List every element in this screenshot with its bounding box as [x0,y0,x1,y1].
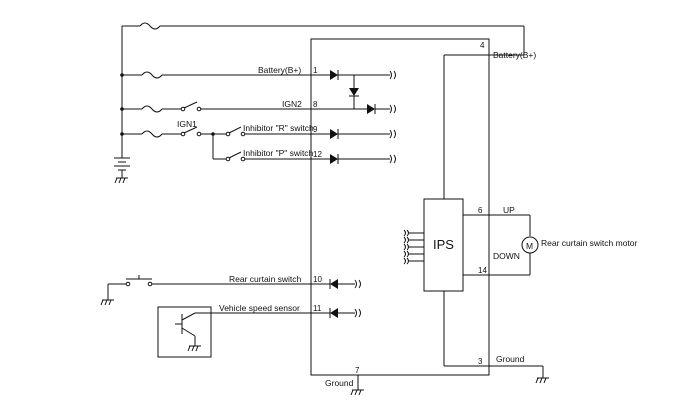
rear-curtain-switch-line: Rear curtain switch 10 [100,274,361,306]
inhibitor-p-line: Inhibitor "P" switch 12 [212,134,396,164]
connector-break-icon [354,308,361,318]
battery-line: Battery(B+) 1 [122,65,396,80]
pin-12-label: 12 [313,150,322,159]
pin-6-label: 6 [478,206,483,215]
ground-bottom-label: Ground [325,378,354,388]
pin-9-label: 9 [313,125,318,134]
ips-label: IPS [433,237,454,252]
pin-3-label: 3 [478,357,483,366]
down-label: DOWN [493,251,520,261]
motor-m-symbol: M [526,241,533,251]
inhibitor-r-label: Inhibitor "R" switch [243,123,314,133]
motor-label: Rear curtain switch motor [541,238,638,248]
diode-vertical [349,75,359,109]
vehicle-speed-sensor-line: Vehicle speed sensor 11 [157,303,361,358]
pin-4-label: 4 [480,41,485,50]
connector-break-icon [403,257,409,265]
connector-break-icon [389,154,396,164]
ign2-line: IGN2 8 [122,99,396,114]
battery-symbol [114,157,130,184]
ips-block: IPS [403,54,489,367]
connector-break-icon [389,104,396,114]
connector-break-icon [389,70,396,80]
ign1-line: IGN1 Inhibitor "R" switch 9 [122,119,396,139]
inhibitor-p-label: Inhibitor "P" switch [243,148,314,158]
bottom-ground: 7 Ground [325,366,364,396]
pin-1-label: 1 [313,66,318,75]
connector-break-icon [403,243,409,251]
connector-break-icon [389,129,396,139]
ground-icon [350,389,364,396]
battery-right-label: Battery(B+) [493,50,536,60]
up-label: UP [503,205,515,215]
motor-circuit: M UP DOWN Rear curtain switch motor 6 14 [478,205,638,276]
battery-b-plus-label: Battery(B+) [258,65,301,75]
ign2-label: IGN2 [282,99,302,109]
pin-14-label: 14 [478,266,487,275]
connector-break-icon [403,236,409,244]
connector-break-icon [403,250,409,258]
ground-icon [114,177,128,184]
control-module-outline [310,38,490,376]
pin-7-label: 7 [355,366,360,375]
rear-curtain-switch-label: Rear curtain switch [229,274,302,284]
connector-break-icon [403,229,409,237]
connector-break-icon [354,279,361,289]
left-supply-bus [120,22,525,158]
ign1-label: IGN1 [177,119,197,129]
ground-icon [535,377,549,384]
pin-11-label: 11 [313,304,322,313]
speed-sensor-box [157,306,212,358]
ground-icon [100,299,114,306]
pin-8-label: 8 [313,100,318,109]
ground-icon [187,345,201,352]
pin-10-label: 10 [313,275,322,284]
ground-right-label: Ground [496,354,525,364]
right-ground: 3 Ground [478,354,549,384]
vehicle-speed-sensor-label: Vehicle speed sensor [219,303,300,313]
